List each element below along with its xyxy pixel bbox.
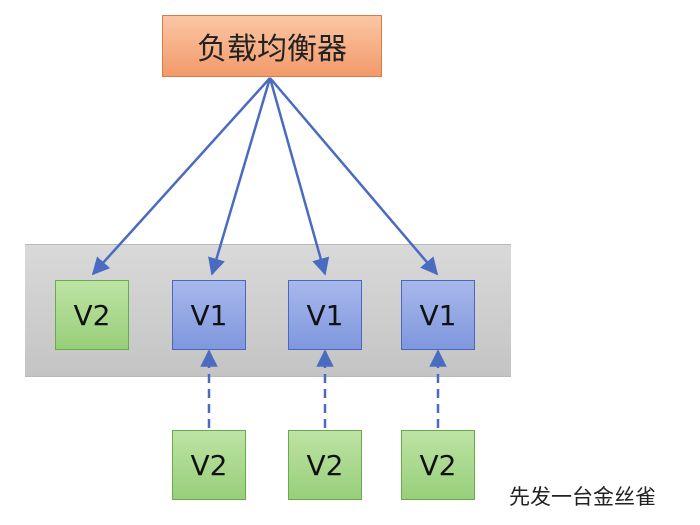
node-v1-c: V1 xyxy=(401,280,475,350)
pending-v2-node-1: V2 xyxy=(172,430,246,500)
lb-to-node-3-arrow xyxy=(268,77,330,276)
pending-v2-node-3: V2 xyxy=(401,430,475,500)
pending-v2-node-2: V2 xyxy=(288,430,362,500)
load-balancer-box: 负载均衡器 xyxy=(162,15,382,77)
node-v1-b: V1 xyxy=(288,280,362,350)
lb-to-node-1-arrow xyxy=(91,77,271,276)
node-v1-a: V1 xyxy=(172,280,246,350)
lb-to-node-2-arrow xyxy=(208,77,272,276)
lb-to-node-4-arrow xyxy=(269,77,439,276)
node-v2-canary: V2 xyxy=(55,280,129,350)
caption-text: 先发一台金丝雀 xyxy=(509,485,656,509)
